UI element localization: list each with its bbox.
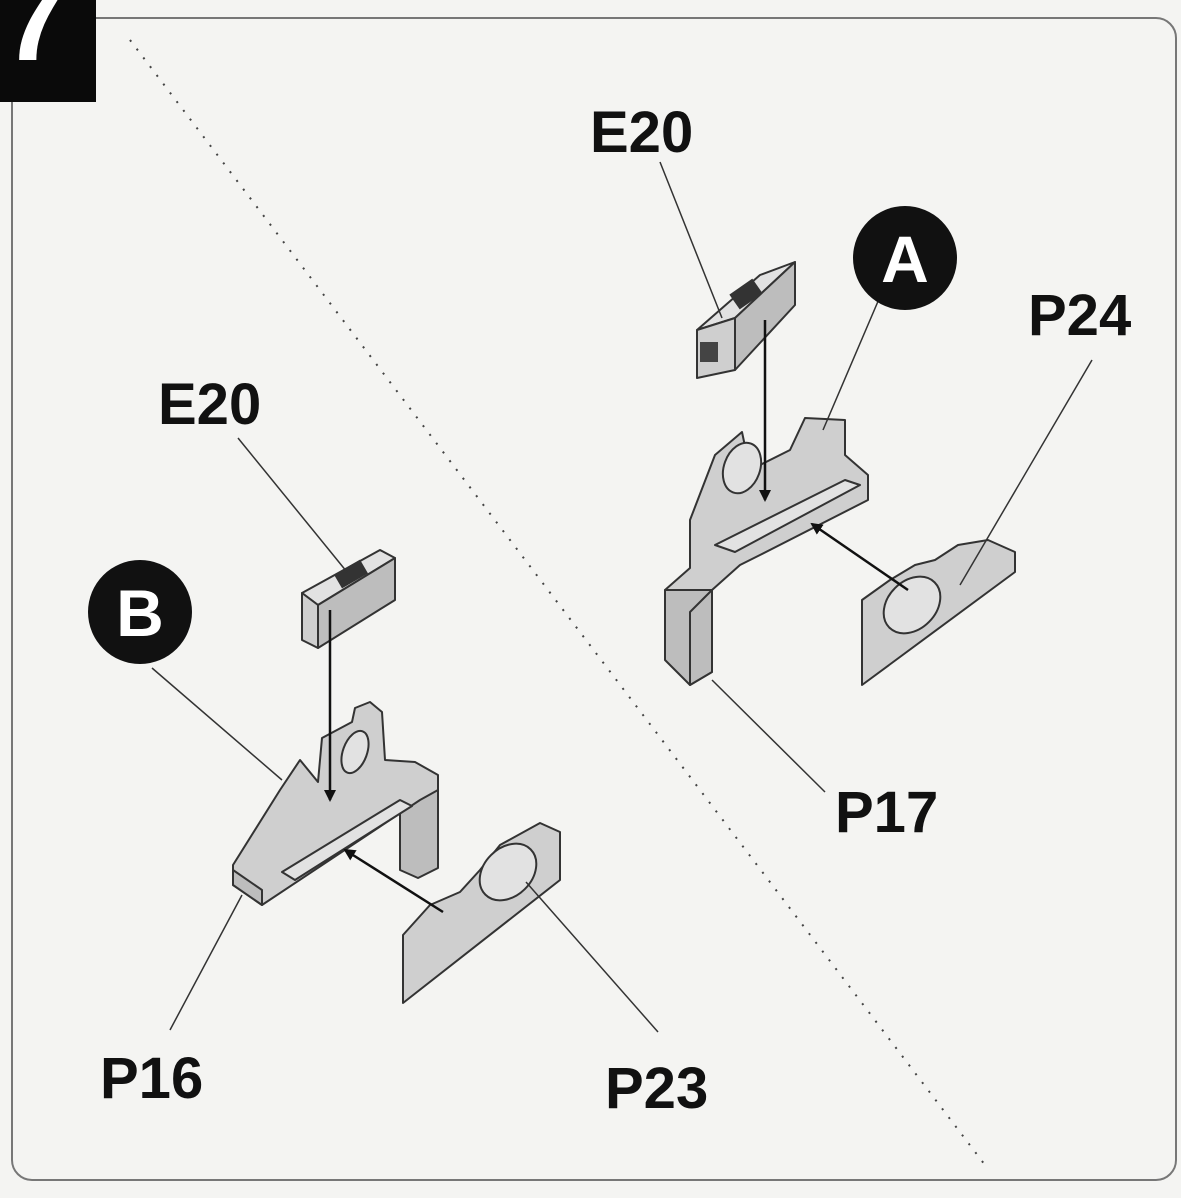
part-e20-a [696,261,796,379]
badge-b-letter: B [116,576,164,650]
badge-b: B [88,560,192,664]
label-p17: P17 [835,780,938,845]
arrow-p23-to-p16 [343,848,444,914]
section-divider [129,39,986,1166]
step-number: 7 [2,0,69,86]
panel-frame [11,17,1177,1181]
label-p16: P16 [100,1046,203,1111]
badge-a: A [853,206,957,310]
label-p23: P23 [605,1056,708,1121]
part-e20-b [301,549,396,649]
part-p23 [402,822,561,1004]
part-p24 [861,539,1016,686]
step-number-tab: 7 [0,0,96,102]
part-p17 [664,417,869,686]
label-e20-a: E20 [590,100,693,165]
badge-a-letter: A [881,222,929,296]
label-p24: P24 [1028,283,1131,348]
assembly-b: B E20 P16 P23 [88,372,708,1121]
arrow-p24-to-p17 [810,522,909,592]
label-e20-b: E20 [158,372,261,437]
assembly-a: A E20 P24 P17 [590,100,1131,845]
part-p16 [232,701,439,906]
